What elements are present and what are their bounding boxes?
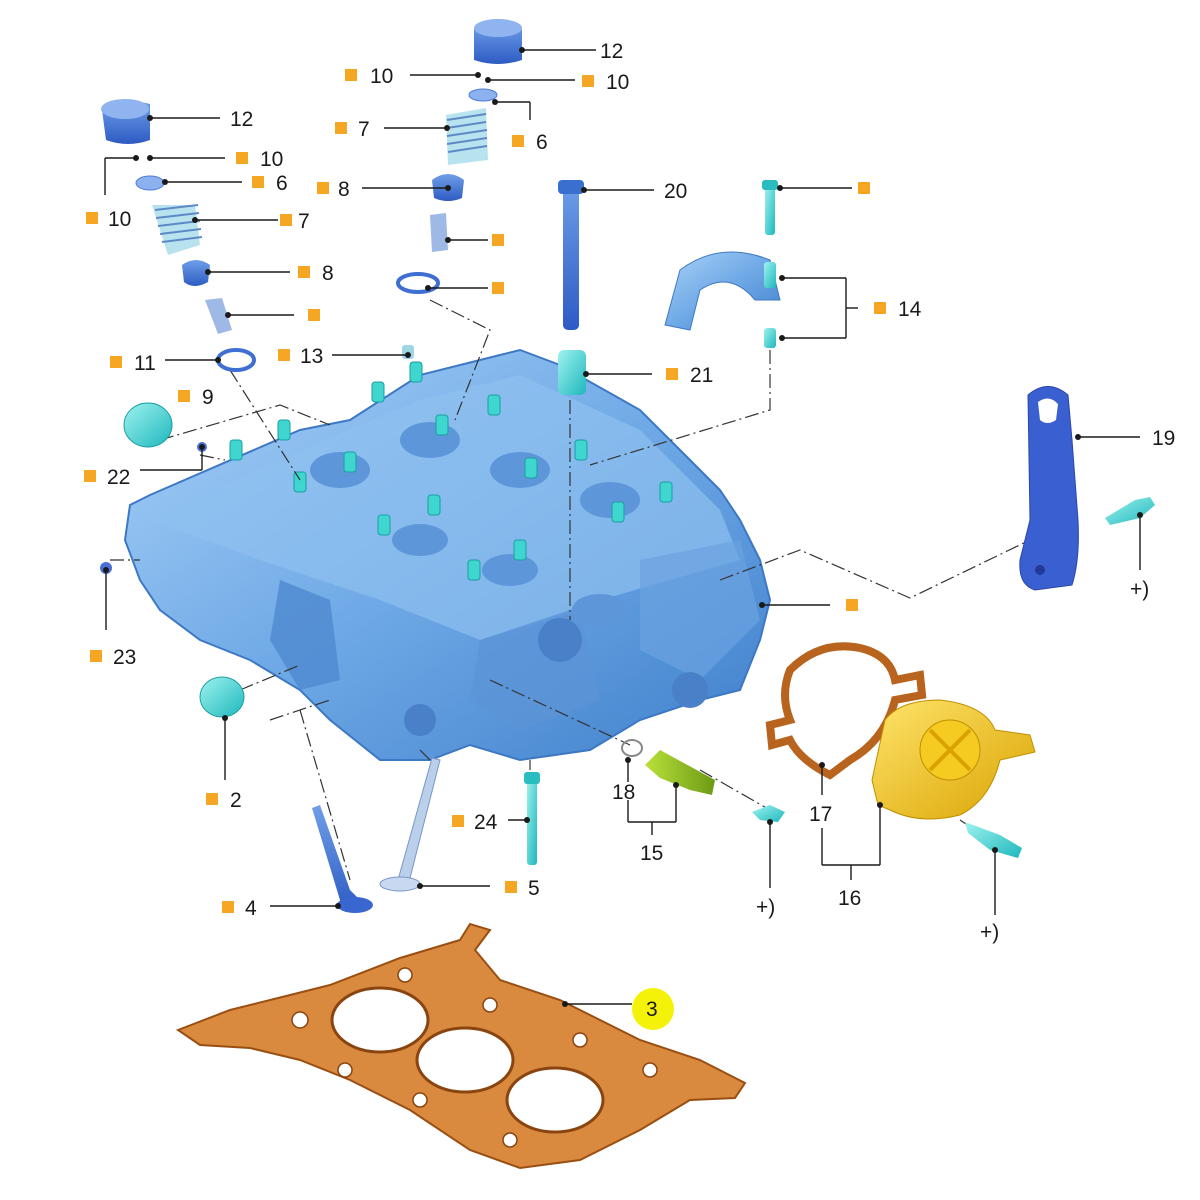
callout-plus-c: +) <box>980 921 999 944</box>
marker-4 <box>222 901 234 913</box>
callout-24: 24 <box>474 811 498 834</box>
callout-12a: 12 <box>600 40 623 63</box>
marker-5 <box>505 881 517 893</box>
callout-7b: 7 <box>298 210 310 233</box>
marker-blank-e <box>846 599 858 611</box>
cam-cap-bolts <box>100 180 781 718</box>
marker-11 <box>110 356 122 368</box>
marker-7b <box>280 214 292 226</box>
callout-4: 4 <box>245 897 257 920</box>
marker-blank-a <box>492 234 504 246</box>
marker-blank-c <box>858 182 870 194</box>
callout-8a: 8 <box>338 178 350 201</box>
callout-15: 15 <box>640 842 663 865</box>
callout-5: 5 <box>528 877 540 900</box>
marker-8b <box>298 266 310 278</box>
marker-9 <box>178 390 190 402</box>
callout-11: 11 <box>134 352 156 375</box>
coolant-parts <box>621 642 1036 858</box>
cylinder-head <box>123 348 772 762</box>
marker-14 <box>874 302 886 314</box>
marker-blank-b <box>492 282 504 294</box>
marker-10b <box>582 75 594 87</box>
marker-10a <box>345 69 357 81</box>
marker-23 <box>90 650 102 662</box>
marker-24 <box>452 815 464 827</box>
callout-10d: 10 <box>108 208 131 231</box>
callout-7a: 7 <box>358 118 370 141</box>
head-gasket <box>175 922 747 1170</box>
left-valve-stack <box>101 99 256 372</box>
marker-22 <box>84 470 96 482</box>
callout-18: 18 <box>612 781 635 804</box>
callout-6b: 6 <box>276 172 288 195</box>
callout-19: 19 <box>1152 427 1175 450</box>
callout-10a: 10 <box>370 65 393 88</box>
callout-12b: 12 <box>230 108 253 131</box>
marker-7a <box>335 122 347 134</box>
callout-21: 21 <box>690 364 713 387</box>
callout-22: 22 <box>107 466 130 489</box>
callout-10c: 10 <box>260 148 283 171</box>
leader-dots <box>103 47 1143 1007</box>
callout-plus-a: +) <box>1130 578 1149 601</box>
marker-2 <box>206 793 218 805</box>
callout-6a: 6 <box>536 131 548 154</box>
callout-17: 17 <box>809 803 832 826</box>
valves <box>312 757 540 913</box>
marker-blank-d <box>308 309 320 321</box>
callout-13: 13 <box>300 345 323 368</box>
marker-10d <box>86 212 98 224</box>
callout-9: 9 <box>202 386 214 409</box>
callout-3: 3 <box>646 998 658 1021</box>
marker-6a <box>512 135 524 147</box>
bracket <box>1019 386 1155 591</box>
callout-8b: 8 <box>322 262 334 285</box>
marker-10c <box>236 152 248 164</box>
callout-2: 2 <box>230 789 242 812</box>
callout-16: 16 <box>838 887 861 910</box>
leader-lines <box>104 49 1141 1005</box>
callout-20: 20 <box>664 180 687 203</box>
callout-plus-b: +) <box>756 896 775 919</box>
highlight-bubble <box>632 988 674 1030</box>
marker-6b <box>252 176 264 188</box>
callout-14: 14 <box>898 298 922 321</box>
marker-8a <box>317 182 329 194</box>
assembly-lines <box>110 299 1031 881</box>
callout-10b: 10 <box>606 71 629 94</box>
marker-21 <box>666 368 678 380</box>
marker-13 <box>278 349 290 361</box>
callout-labels: 12 10 10 7 6 8 20 14 21 12 <box>84 40 1175 1021</box>
middle-valve-stack <box>396 19 522 294</box>
callout-23: 23 <box>113 646 136 669</box>
